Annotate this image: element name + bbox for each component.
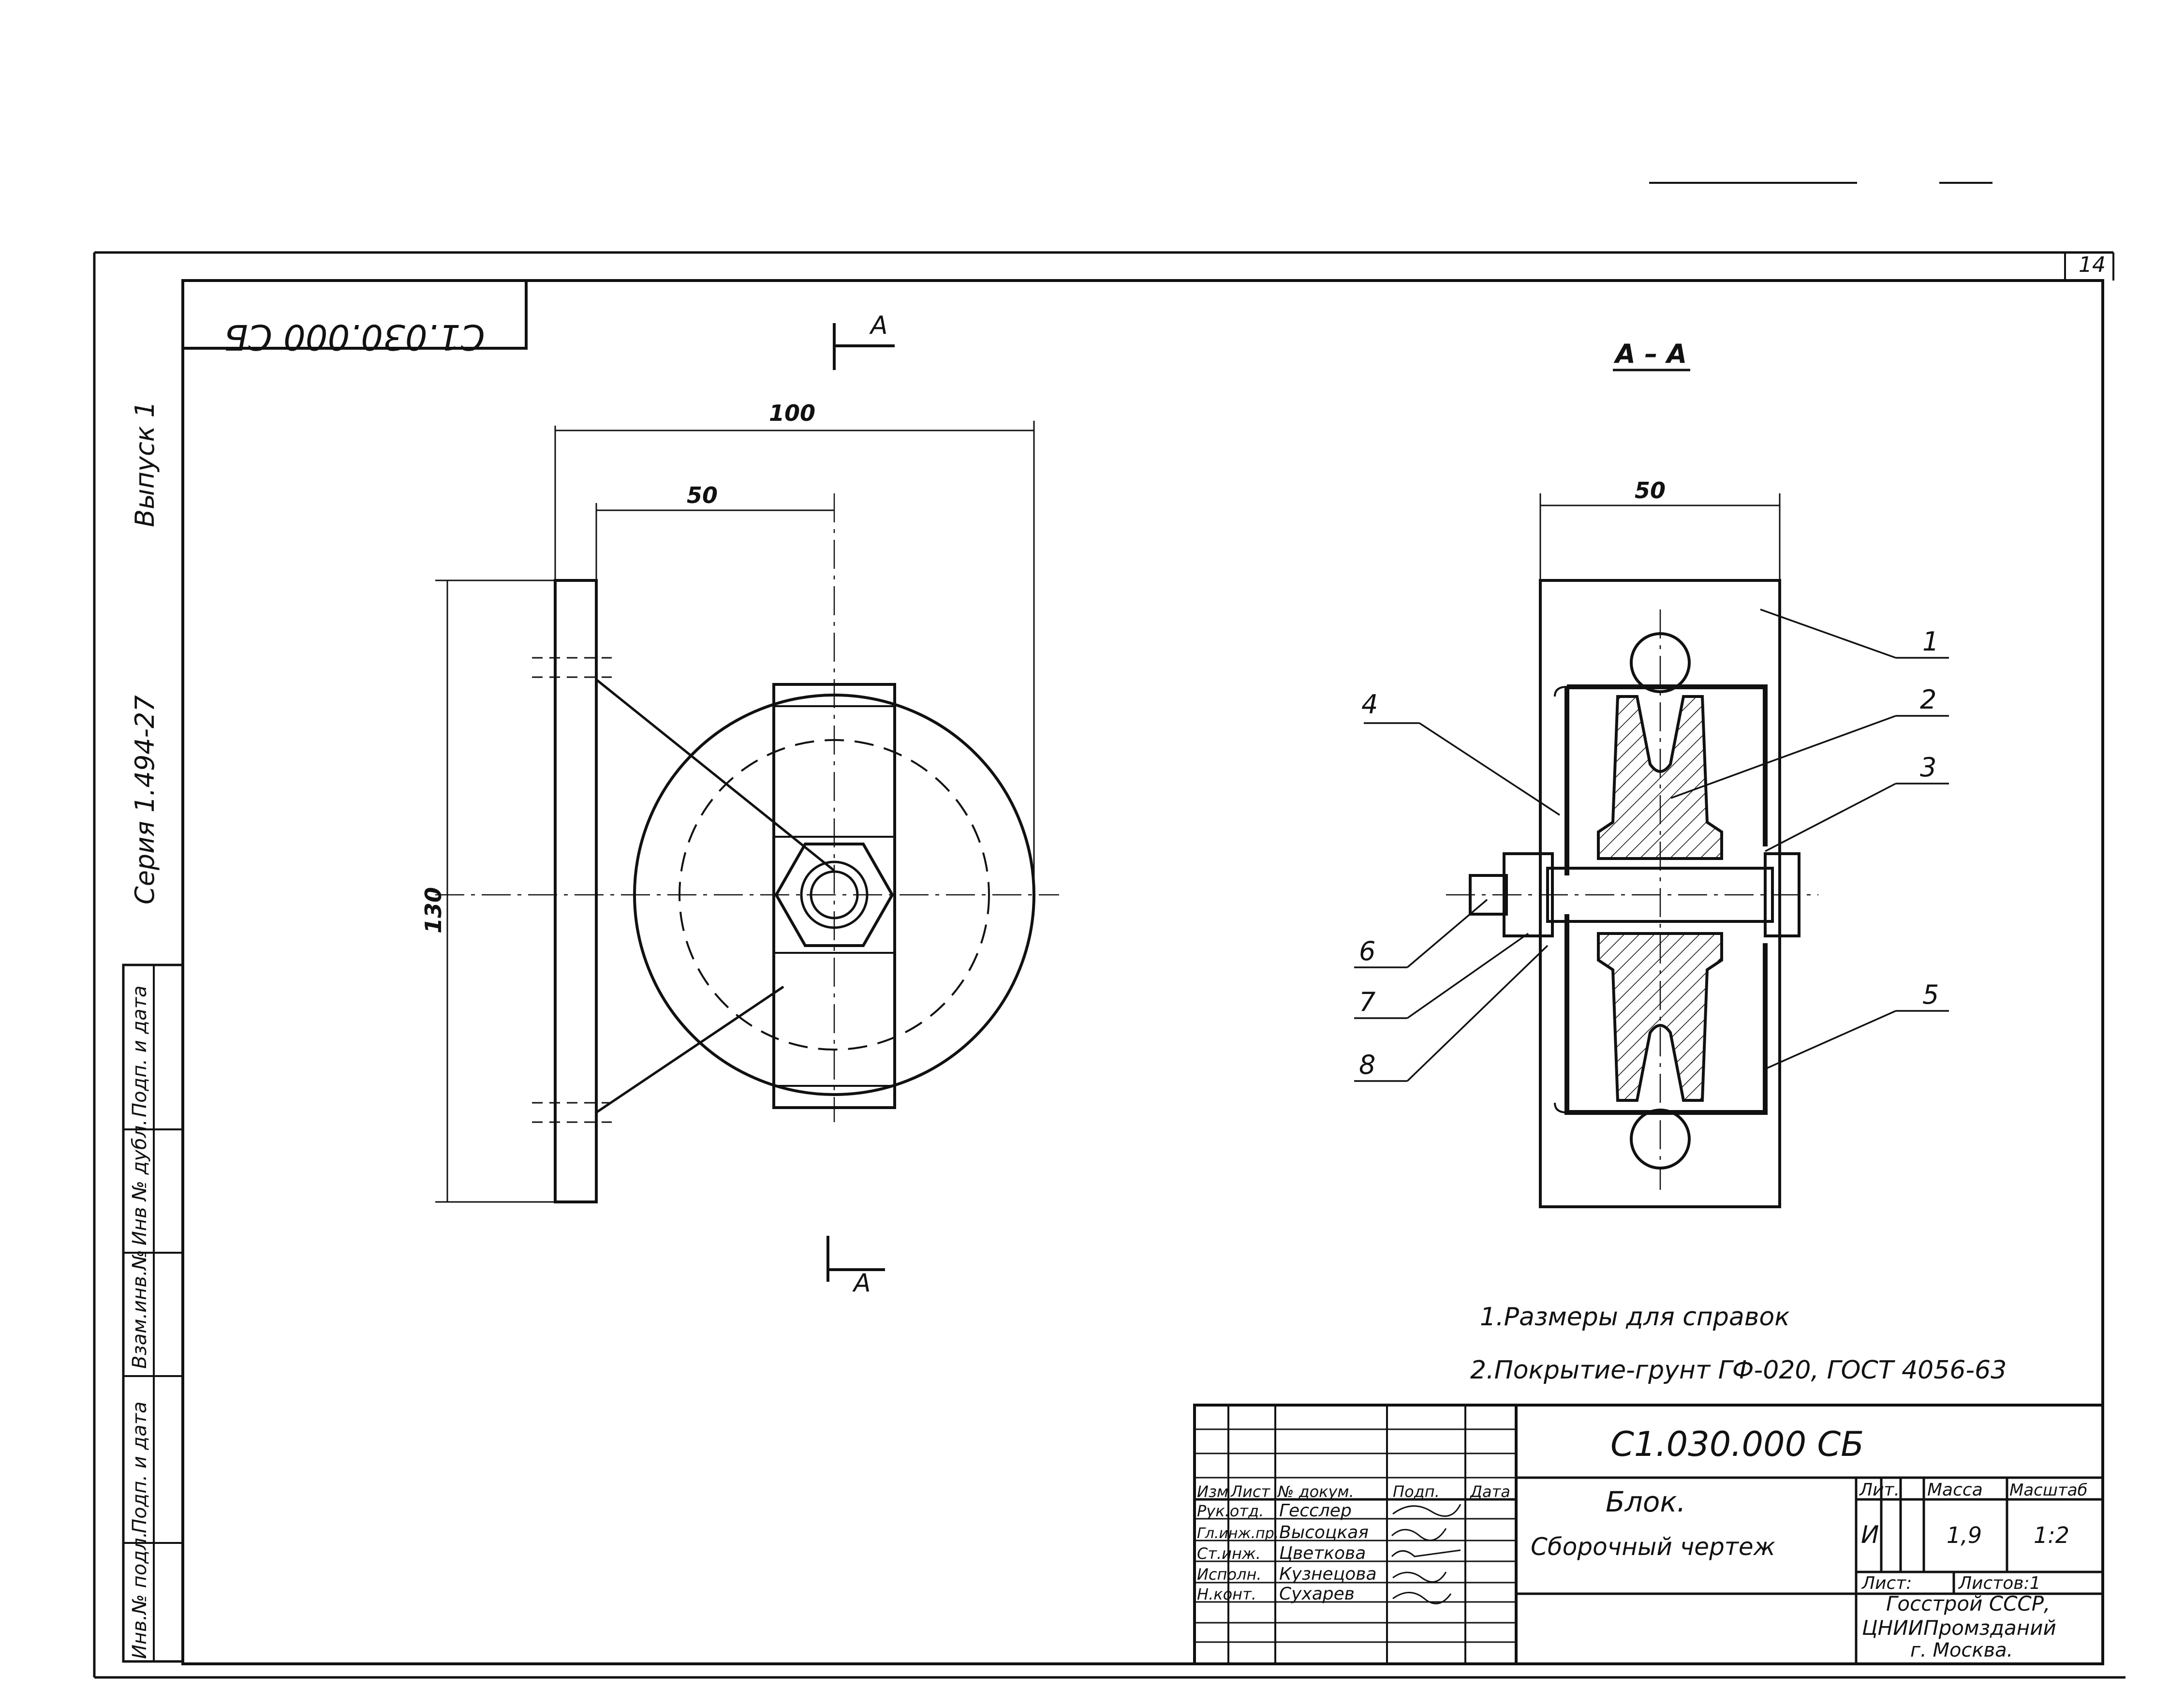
tb-role-4: Исполн. [1197, 1565, 1262, 1584]
issue-label: Выпуск 1 [130, 401, 160, 527]
tb-role-3: Ст.инж. [1197, 1544, 1261, 1563]
tb-header-list: Лист [1230, 1482, 1270, 1501]
series-label: Серия 1.494-27 [130, 695, 160, 904]
note-1: 1.Размеры для справок [1480, 1303, 1790, 1332]
tb-header-doc: № докум. [1277, 1482, 1354, 1501]
tb-org-line1: Госстрой СССР, [1886, 1592, 2050, 1615]
tb-role-5: Н.конт. [1197, 1585, 1256, 1603]
stamp-sign-date-1: Подп. и дата [129, 986, 151, 1117]
tb-scale-label: Масштаб [2009, 1481, 2088, 1500]
tb-designation: С1.030.000 СБ [1610, 1424, 1864, 1464]
tb-name-line1: Блок. [1606, 1485, 1686, 1518]
tb-org-line2: ЦНИИПромзданий [1862, 1616, 2056, 1640]
cut-mark-bottom-label: А [852, 1269, 871, 1298]
signatures [1391, 1504, 1461, 1604]
tb-name-line2: Сборочный чертеж [1531, 1533, 1775, 1561]
tb-header-sign: Подп. [1393, 1482, 1440, 1501]
tb-name-2: Высоцкая [1279, 1523, 1369, 1542]
tb-role-1: Рук.отд. [1197, 1502, 1264, 1520]
stamp-replace-inv: Взам.инв.№ [129, 1250, 151, 1369]
tb-header-date: Дата [1469, 1482, 1510, 1501]
sheet-number: 14 [2079, 252, 2106, 277]
left-side-labels: Выпуск 1 Серия 1.494-27 [130, 401, 160, 904]
callout-7: 7 [1359, 987, 1375, 1017]
tb-name-4: Кузнецова [1279, 1564, 1377, 1584]
dimension-front-width: 100 [769, 400, 815, 426]
title-block: Изм Лист № докум. Подп. Дата Рук.отд. Ге… [1193, 1404, 2104, 1665]
tb-lit-label: Лит. [1859, 1480, 1900, 1500]
callout-1: 1 [1922, 626, 1939, 657]
tb-mass-value: 1,9 [1947, 1522, 1982, 1548]
stamp-dup-inv: Инв № дубл. [129, 1119, 151, 1245]
stamp-sign-date-2: Подп. и дата [129, 1402, 151, 1533]
tb-role-2: Гл.инж.пр. [1197, 1525, 1279, 1542]
mirrored-code-label: С1.030.000 СБ [224, 317, 485, 357]
dimension-front-offset: 50 [687, 482, 718, 508]
dimension-front-height: 130 [420, 887, 446, 933]
mirrored-code-box: С1.030.000 СБ [181, 279, 528, 357]
tb-sheet-label: Лист: [1861, 1573, 1912, 1593]
tb-org-line3: г. Москва. [1910, 1639, 2013, 1661]
tb-name-5: Сухарев [1279, 1584, 1355, 1604]
tb-scale-value: 1:2 [2034, 1522, 2069, 1548]
tb-header-izm: Изм [1197, 1482, 1228, 1501]
tb-lit-value: И [1861, 1521, 1879, 1549]
tb-mass-label: Масса [1927, 1480, 1983, 1500]
cut-mark-top-label: А [869, 311, 888, 340]
callout-5: 5 [1922, 979, 1939, 1010]
section-title: А – А [1613, 339, 1687, 369]
front-view: 100 50 130 А А [420, 311, 1059, 1298]
dimension-section-width: 50 [1635, 477, 1666, 504]
stamp-orig-inv: Инв.№ подл. [129, 1532, 151, 1659]
callout-2: 2 [1920, 684, 1936, 715]
tb-name-1: Гесслер [1279, 1501, 1352, 1521]
notes: 1.Размеры для справок 2.Покрытие-грунт Г… [1470, 1303, 2007, 1385]
tb-sheets-label: Листов:1 [1958, 1573, 2041, 1593]
left-stamp: Подп. и дата Инв № дубл. Взам.инв.№ Подп… [122, 963, 184, 1663]
tb-name-3: Цветкова [1279, 1543, 1366, 1563]
section-view: А – А 50 [1354, 339, 1949, 1208]
callout-4: 4 [1361, 689, 1378, 720]
callout-3: 3 [1920, 752, 1936, 783]
callout-8: 8 [1359, 1050, 1375, 1080]
note-2: 2.Покрытие-грунт ГФ-020, ГОСТ 4056-63 [1470, 1356, 2007, 1385]
callout-6: 6 [1359, 936, 1375, 966]
